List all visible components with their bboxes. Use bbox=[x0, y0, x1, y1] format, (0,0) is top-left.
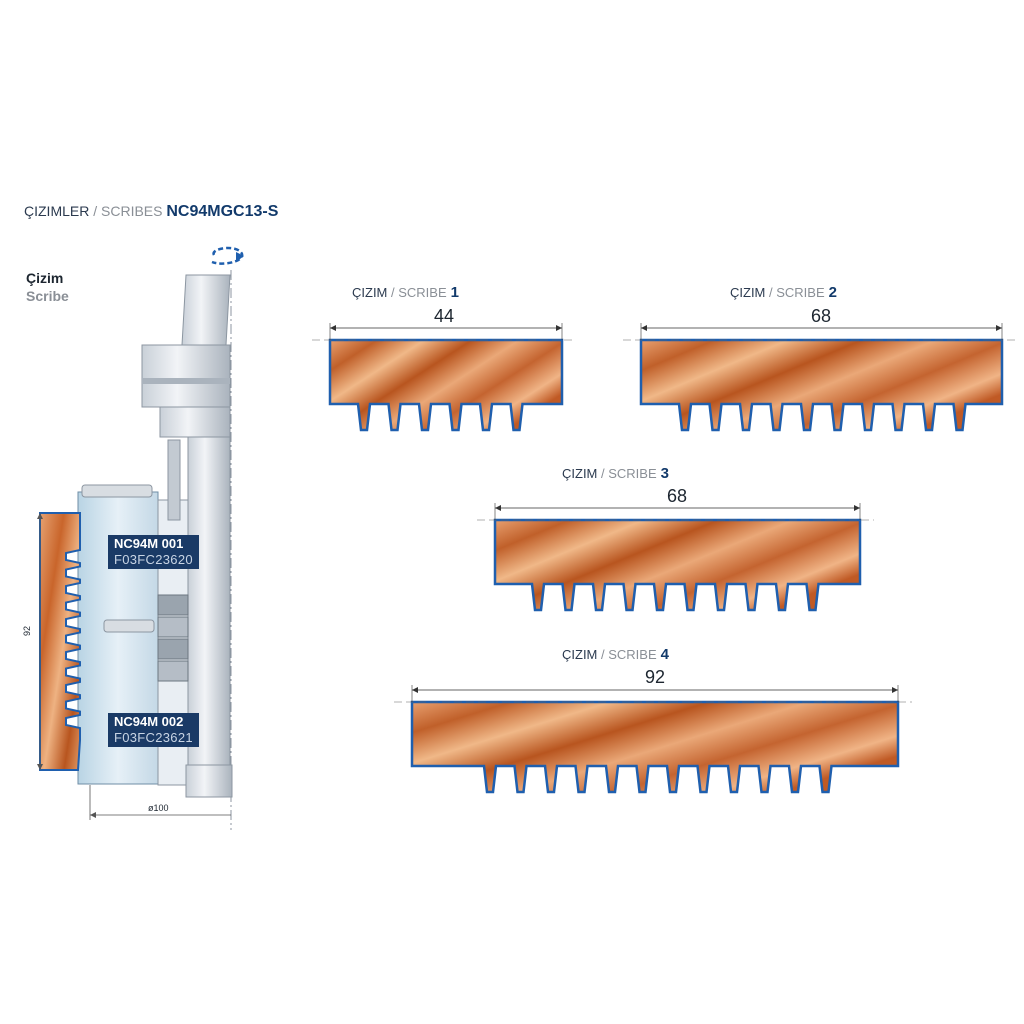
part-code-1: NC94M 001 bbox=[108, 535, 199, 552]
header-prefix-en: SCRIBES bbox=[101, 203, 163, 219]
side-label-tr: Çizim bbox=[26, 270, 64, 286]
dimension-arrow bbox=[996, 325, 1002, 331]
dimension-arrow bbox=[412, 687, 418, 693]
workpiece-profile bbox=[39, 512, 81, 771]
page-header: ÇIZIMLER / SCRIBES NC94MGC13-S bbox=[24, 203, 278, 221]
part-ref-1: F03FC23620 bbox=[108, 552, 199, 569]
dimension-arrow bbox=[495, 505, 501, 511]
dimension-arrow bbox=[330, 325, 336, 331]
bolt bbox=[167, 439, 181, 521]
scribe-width-2: 68 bbox=[810, 306, 832, 326]
rotation-arrow-icon bbox=[211, 246, 244, 265]
tool-collar bbox=[141, 344, 231, 408]
scribe-width-3: 68 bbox=[666, 486, 688, 506]
part-ref-2: F03FC23621 bbox=[108, 730, 199, 747]
dimension-arrow bbox=[556, 325, 562, 331]
part-label-2: NC94M 002 F03FC23621 bbox=[108, 713, 199, 747]
header-prefix-tr: ÇIZIMLER bbox=[24, 203, 90, 219]
scribe-profile-4 bbox=[410, 700, 900, 794]
product-code: NC94MGC13-S bbox=[166, 203, 279, 220]
part-code-2: NC94M 002 bbox=[108, 713, 199, 730]
part-label-1: NC94M 001 F03FC23620 bbox=[108, 535, 199, 569]
side-label-en: Scribe bbox=[26, 288, 69, 304]
scribe-profile-1 bbox=[328, 338, 564, 432]
header-separator: / bbox=[89, 203, 102, 219]
scribe-width-1: 44 bbox=[433, 306, 455, 326]
diameter-dimension: ø100 bbox=[148, 803, 169, 813]
bearing-stack bbox=[157, 594, 189, 682]
dimension-arrow bbox=[641, 325, 647, 331]
scribe-width-4: 92 bbox=[644, 667, 666, 687]
dimension-arrow bbox=[892, 687, 898, 693]
scribe-profile-3 bbox=[493, 518, 862, 612]
dimension-arrow bbox=[854, 505, 860, 511]
scribe-profile-2 bbox=[639, 338, 1004, 432]
